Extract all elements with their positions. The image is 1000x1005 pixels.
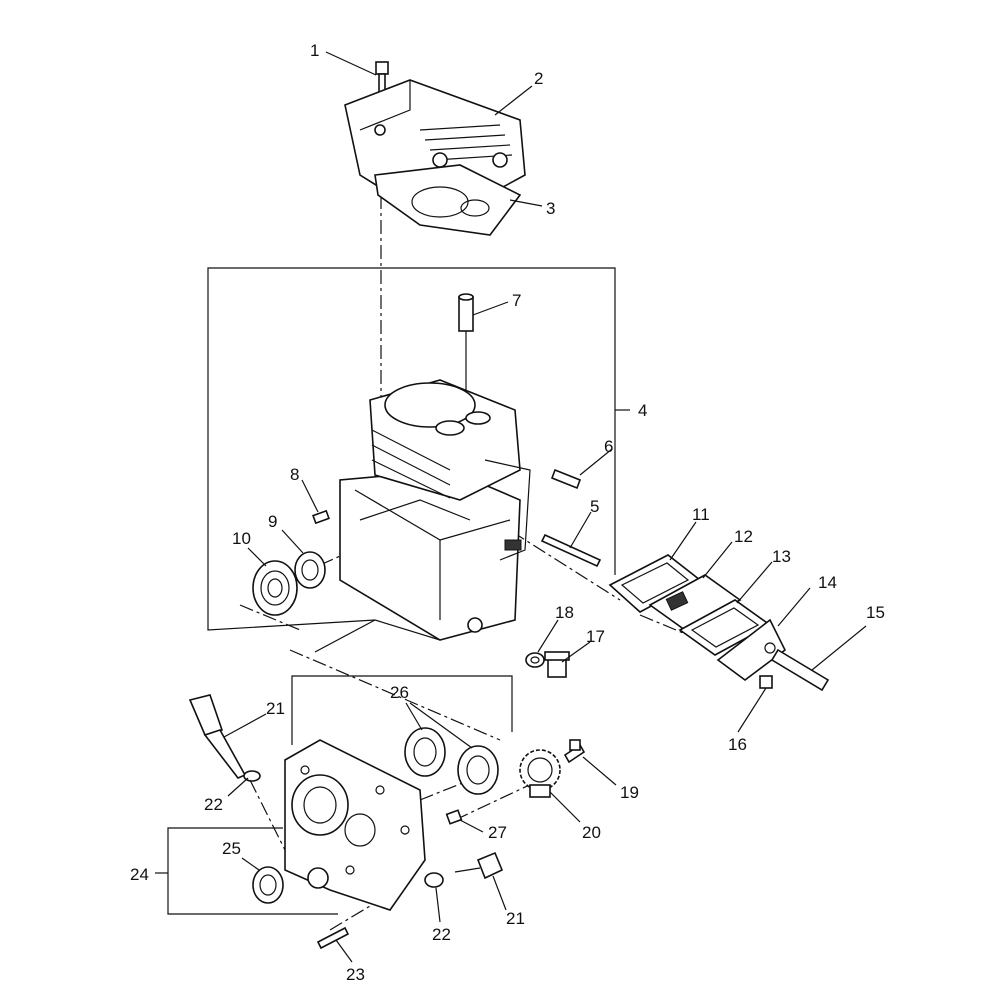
callout-22-lower: 22: [432, 925, 451, 944]
callout-14: 14: [818, 573, 837, 592]
part-8-dowel-pin: [312, 509, 330, 525]
callout-19: 19: [620, 783, 639, 802]
part-21-dipstick-upper: [188, 694, 247, 779]
part-17-plug: [544, 651, 570, 678]
part-24-crankcase-cover: [284, 739, 426, 911]
leader-lines: [223, 51, 867, 963]
callout-6: 6: [604, 437, 613, 456]
callout-16: 16: [728, 735, 747, 754]
part-15-pin: [770, 648, 830, 692]
part-4-cylinder-block: [339, 379, 531, 641]
cylinder-group-box: [207, 267, 630, 653]
part-21-dipstick-lower: [454, 851, 504, 880]
callout-10: 10: [232, 529, 251, 548]
part-14-cover: [716, 618, 787, 681]
callout-17: 17: [586, 627, 605, 646]
part-25-oil-seal: [252, 866, 284, 904]
part-18-washer: [525, 652, 545, 668]
callout-labels: 1 2 3 4 5 6 7 8 9 10 11 12 13 14 15 16 1…: [130, 41, 885, 984]
part-23-bolt: [316, 926, 350, 950]
callout-21-lower: 21: [506, 909, 525, 928]
callout-27: 27: [488, 823, 507, 842]
callout-18: 18: [555, 603, 574, 622]
callout-4: 4: [638, 401, 647, 420]
part-6-short-stud: [550, 468, 582, 490]
callout-3: 3: [546, 199, 555, 218]
callout-2: 2: [534, 69, 543, 88]
part-9-oil-seal: [294, 551, 326, 589]
callout-20: 20: [582, 823, 601, 842]
part-16-bolt: [759, 675, 773, 689]
callout-22-upper: 22: [204, 795, 223, 814]
part-19-shaft: [563, 739, 586, 764]
callout-21-upper: 21: [266, 699, 285, 718]
callout-23: 23: [346, 965, 365, 984]
callout-26: 26: [390, 683, 409, 702]
part-3-head-gasket: [374, 164, 522, 236]
callout-24: 24: [130, 865, 149, 884]
part-5-long-stud: [540, 533, 602, 568]
callout-8: 8: [290, 465, 299, 484]
part-26-bearing-a: [404, 727, 446, 777]
crankcase-cover-group-box: [155, 675, 513, 915]
part-20-governor-gear: [519, 749, 561, 798]
callout-25: 25: [222, 839, 241, 858]
part-27-spindle: [445, 809, 463, 825]
callout-12: 12: [734, 527, 753, 546]
callout-1: 1: [310, 41, 319, 60]
part-7-sleeve: [458, 293, 474, 405]
callout-11: 11: [692, 505, 710, 524]
part-22-o-ring-lower: [424, 872, 444, 888]
callout-15: 15: [866, 603, 885, 622]
callout-7: 7: [512, 291, 521, 310]
part-10-ball-bearing: [252, 560, 298, 616]
callout-9: 9: [268, 512, 277, 531]
callout-13: 13: [772, 547, 791, 566]
callout-5: 5: [590, 497, 599, 516]
part-26-bearing-b: [457, 745, 499, 795]
